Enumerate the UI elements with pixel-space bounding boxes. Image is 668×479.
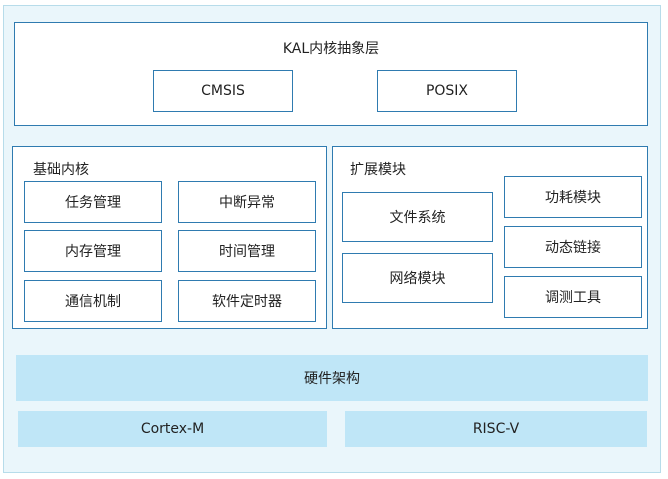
file-system-node: 文件系统 <box>342 192 493 242</box>
cmsis-node: CMSIS <box>153 70 293 112</box>
debug-tools-node: 调测工具 <box>504 276 642 318</box>
kal-layer-title: KAL内核抽象层 <box>282 41 380 57</box>
task-management-node: 任务管理 <box>24 181 162 223</box>
extension-modules-group: 扩展模块 文件系统 网络模块 功耗模块 动态链接 调测工具 <box>332 146 648 329</box>
dynamic-link-node: 动态链接 <box>504 226 642 268</box>
interrupt-exception-node: 中断异常 <box>178 181 316 223</box>
cortex-m-bar: Cortex-M <box>18 411 327 447</box>
risc-v-bar: RISC-V <box>345 411 647 447</box>
extension-modules-title: 扩展模块 <box>350 162 406 178</box>
network-module-node: 网络模块 <box>342 253 493 303</box>
communication-mechanism-node: 通信机制 <box>24 280 162 322</box>
power-module-node: 功耗模块 <box>504 176 642 218</box>
hardware-arch-bar: 硬件架构 <box>16 355 648 401</box>
basic-kernel-title: 基础内核 <box>33 162 89 178</box>
software-timer-node: 软件定时器 <box>178 280 316 322</box>
memory-management-node: 内存管理 <box>24 230 162 272</box>
basic-kernel-group: 基础内核 任务管理 中断异常 内存管理 时间管理 通信机制 软件定时器 <box>12 146 327 329</box>
kal-layer: KAL内核抽象层 CMSIS POSIX <box>14 22 648 126</box>
time-management-node: 时间管理 <box>178 230 316 272</box>
posix-node: POSIX <box>377 70 517 112</box>
